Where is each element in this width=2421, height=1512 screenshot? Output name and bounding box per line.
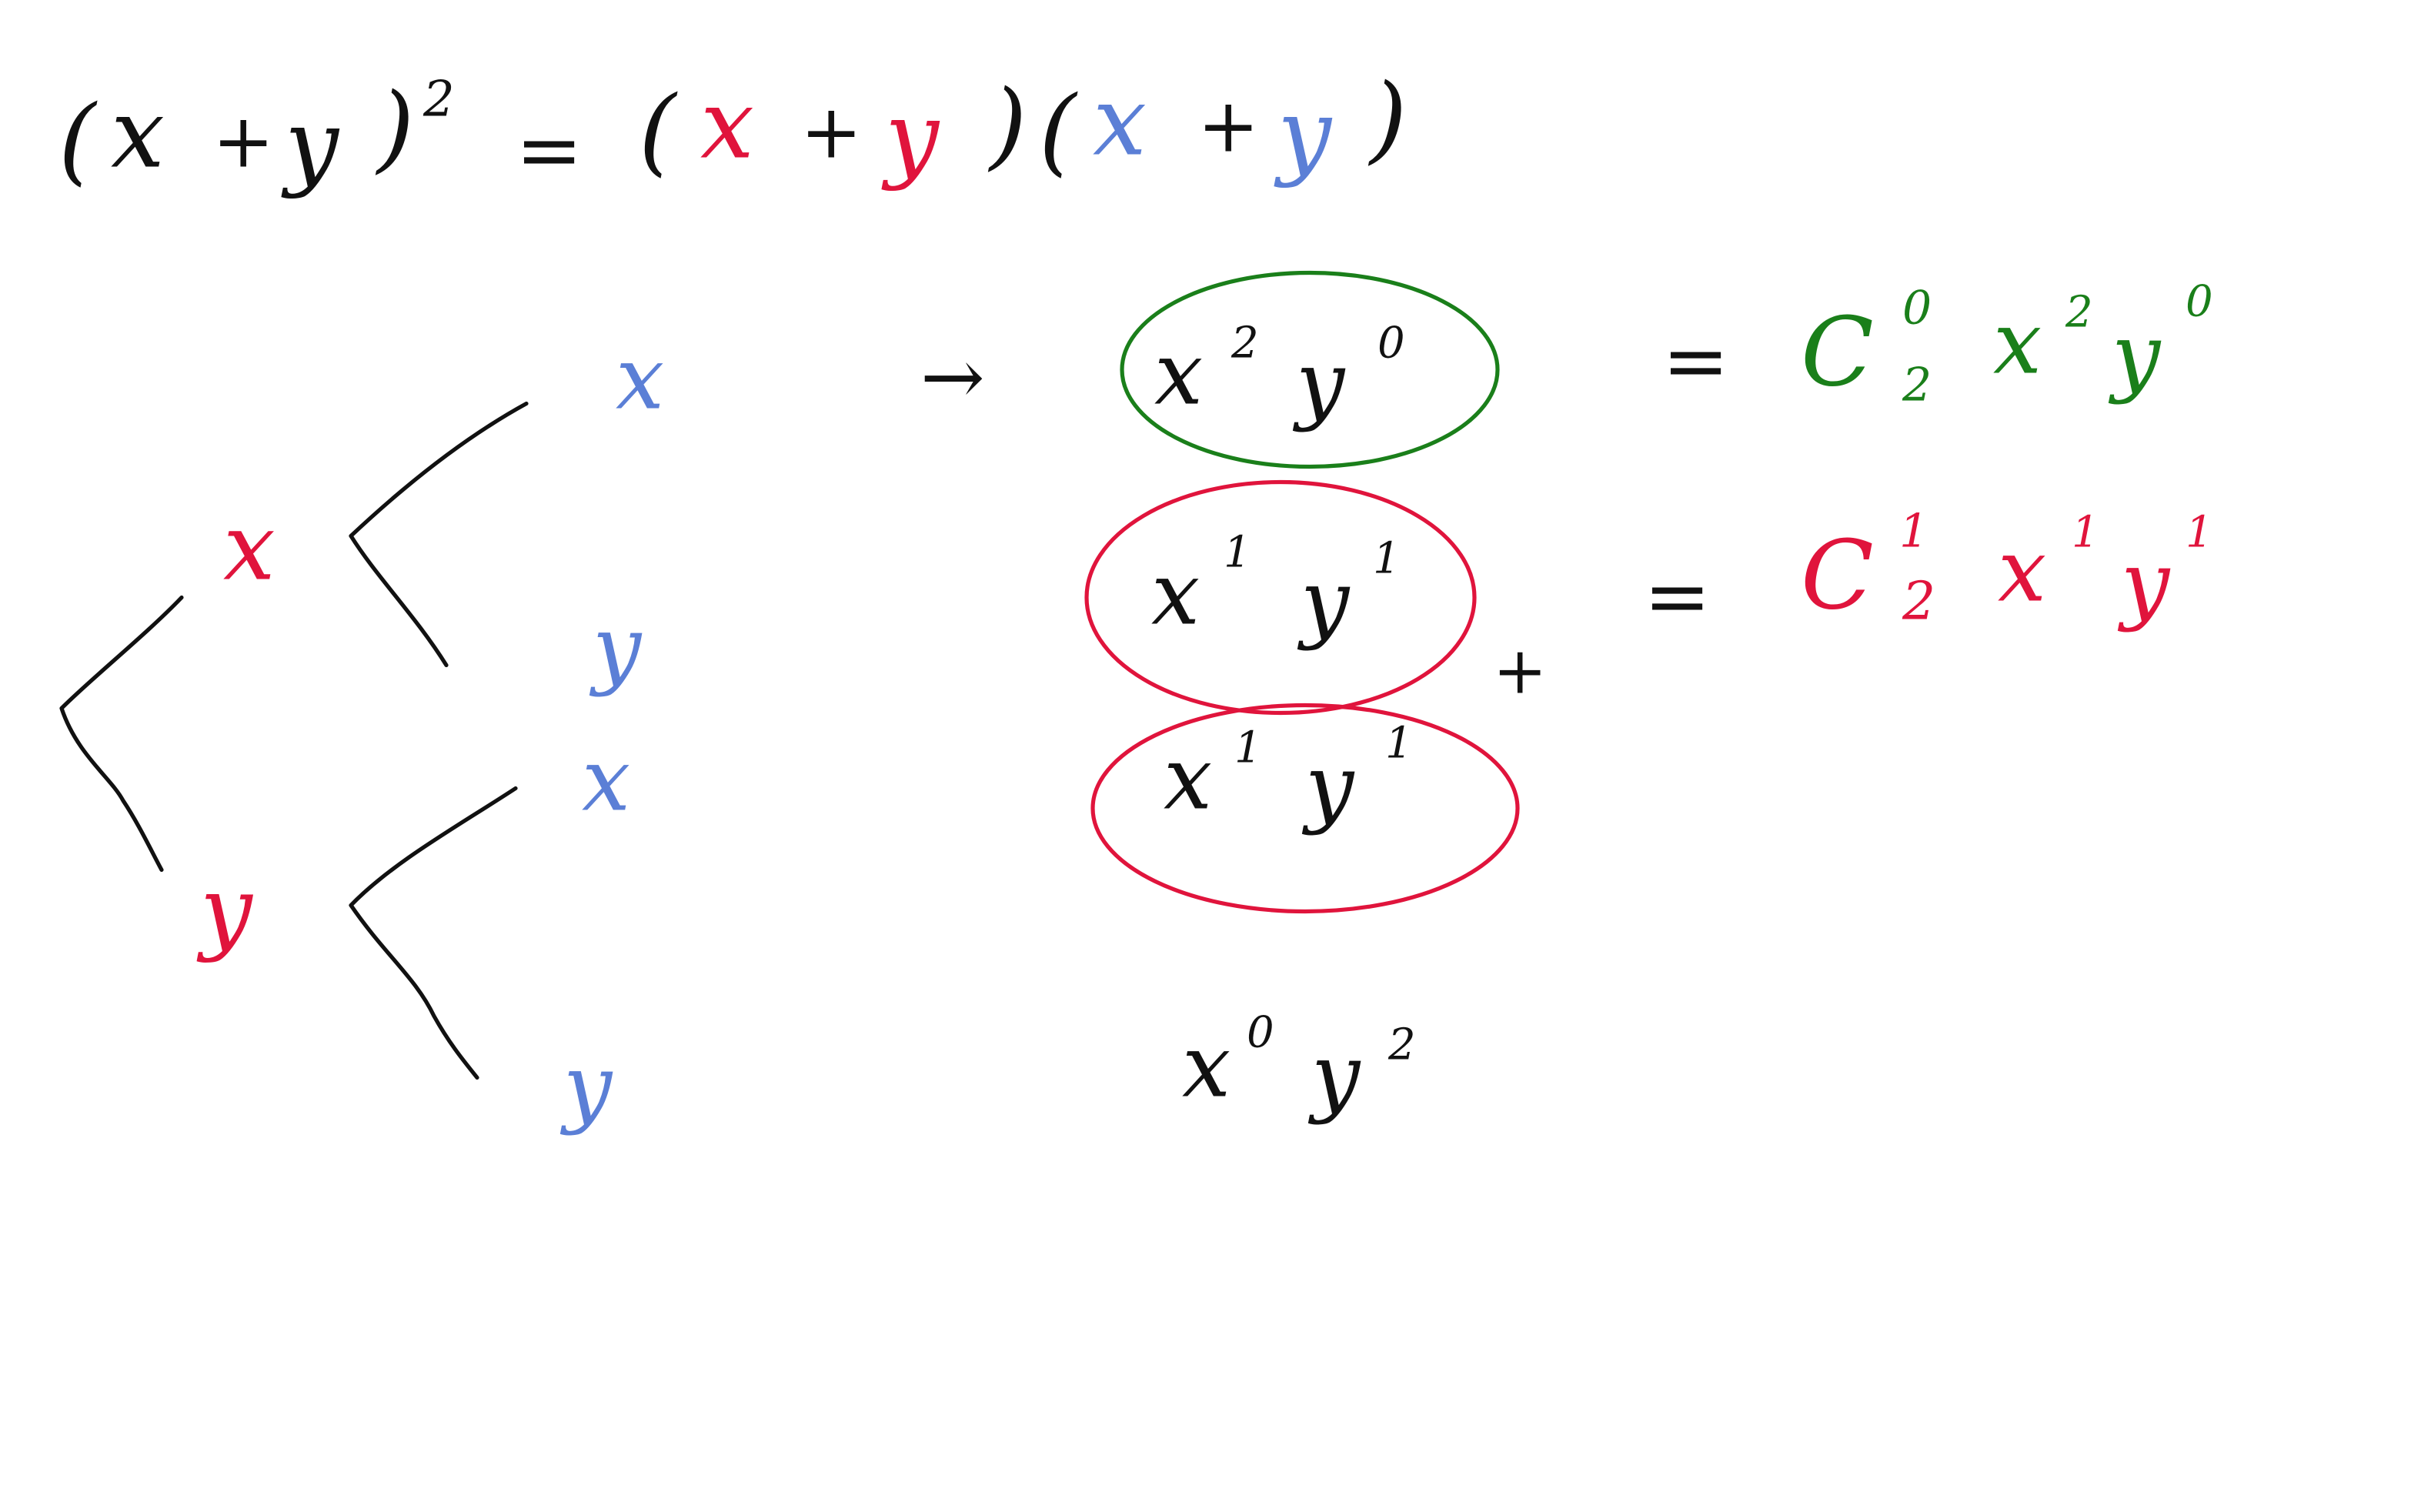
term-exp-y: 2 (1387, 1020, 1416, 1070)
term-base-x: x (1154, 325, 1203, 425)
term-base-y: y (1301, 737, 1355, 837)
binomial-C: C (1801, 521, 1874, 632)
x-branch-lines (349, 401, 529, 668)
f2-x: x (1093, 67, 1147, 178)
arrow-icon: → (920, 332, 985, 422)
binomial-sub: 2 (1902, 572, 1935, 633)
result-exp-y: 0 (2186, 277, 2213, 327)
tree-leaf-xy: y (589, 599, 643, 699)
tree-node-y: y (196, 858, 254, 965)
result-exp-x: 1 (2072, 508, 2099, 558)
lhs-close-paren: ) (375, 73, 414, 184)
lhs-plus: + (212, 98, 274, 185)
result-green: = C 0 2 x 2 y 0 (1662, 277, 2213, 412)
lhs-y: y (281, 90, 340, 201)
term-base-y: y (1292, 334, 1346, 434)
term-exp-y: 0 (1377, 319, 1405, 369)
term-exp-x: 1 (1234, 723, 1262, 773)
f2-open-paren: ( (1039, 76, 1078, 187)
binomial-sup: 0 (1902, 282, 1932, 335)
binomial-sup: 1 (1899, 505, 1928, 559)
f2-plus: + (1197, 83, 1259, 169)
term-x2y0: x 2 y 0 (1154, 319, 1405, 434)
red-circle-1 (1084, 479, 1477, 716)
f2-close-paren: ) (1367, 64, 1407, 175)
y-branch-lines (349, 786, 518, 1080)
result-red: = C 1 2 x 1 y 1 (1644, 505, 2213, 643)
result-equals: = (1662, 314, 1729, 408)
plus-sign: + (1493, 633, 1547, 709)
f1-x: x (700, 70, 754, 181)
lhs-exponent: 2 (422, 72, 455, 129)
result-exp-y: 1 (2186, 508, 2213, 558)
red-circle-2 (1090, 703, 1520, 914)
top-equation: ( x + y ) 2 = ( x + y ) ( x + y ) (58, 64, 1407, 201)
term-base-x: x (1164, 729, 1212, 829)
term-exp-y: 1 (1385, 719, 1413, 769)
tree-leaf-xx: x (616, 329, 664, 429)
term-base-y: y (1307, 1026, 1361, 1126)
green-circle (1120, 270, 1500, 469)
term-exp-x: 1 (1224, 528, 1251, 578)
probability-tree: x y x y x y (59, 329, 664, 1137)
term-exp-x: 0 (1247, 1008, 1274, 1058)
term-base-y: y (1297, 552, 1351, 653)
tree-leaf-yx: x (582, 731, 630, 831)
term-x1y1-a: x 1 y 1 (1151, 528, 1401, 653)
f2-y: y (1274, 79, 1333, 190)
term-exp-y: 1 (1373, 534, 1401, 584)
binomial-sub: 2 (1902, 359, 1932, 412)
binomial-C: C (1801, 298, 1874, 409)
lhs-open-paren: ( (58, 85, 98, 196)
term-x0y2: x 0 y 2 (1182, 1008, 1416, 1126)
f1-y: y (881, 82, 940, 193)
result-base-y: y (2117, 534, 2171, 634)
result-equals: = (1644, 549, 1711, 643)
term-exp-x: 2 (1231, 319, 1259, 369)
result-base-x: x (1993, 294, 2042, 394)
tree-node-x: x (223, 495, 275, 602)
tree-leaf-yy: y (559, 1037, 613, 1137)
term-base-x: x (1182, 1017, 1231, 1117)
equals-sign: = (516, 103, 583, 197)
f1-close-paren: ) (987, 70, 1027, 181)
term-x1y1-b: x 1 y 1 (1164, 719, 1413, 837)
result-exp-x: 2 (2065, 288, 2093, 338)
f1-plus: + (800, 89, 862, 175)
term-base-x: x (1151, 545, 1200, 645)
root-branch-lines (59, 595, 184, 873)
result-base-y: y (2108, 306, 2162, 406)
lhs-x: x (111, 79, 165, 190)
result-base-x: x (1998, 522, 2046, 622)
f1-open-paren: ( (639, 76, 678, 187)
